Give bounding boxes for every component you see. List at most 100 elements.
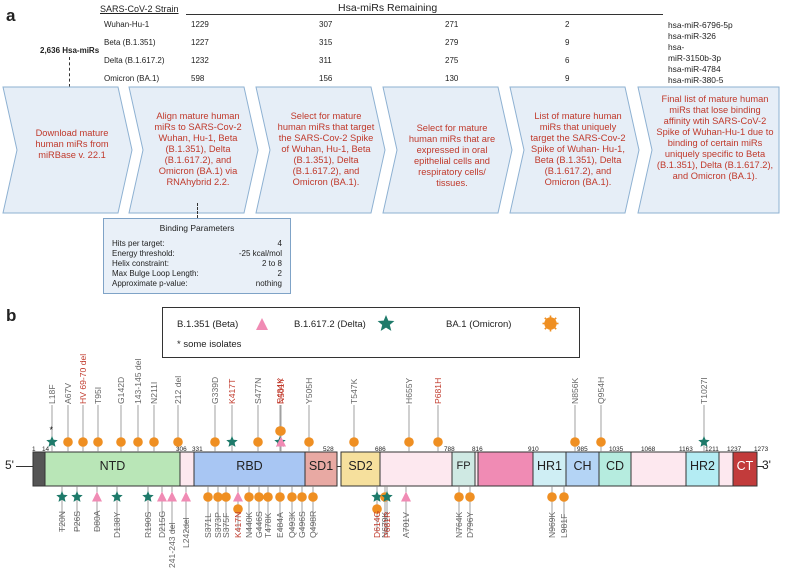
mutation-label-top: A67V bbox=[63, 382, 73, 404]
binding-row-value: 2 to 8 bbox=[261, 259, 282, 268]
delta-star-marker bbox=[371, 491, 383, 502]
position-label: 1211 bbox=[705, 446, 719, 453]
count-cell: 130 bbox=[445, 74, 459, 83]
omicron-dot-marker bbox=[372, 504, 382, 514]
mutation-label-bottom: P681R bbox=[382, 511, 392, 538]
binding-row: Hits per target: 4 bbox=[112, 239, 282, 249]
beta-triangle-marker bbox=[167, 491, 177, 502]
position-label: 1237 bbox=[727, 446, 742, 453]
count-cell: 598 bbox=[191, 74, 205, 83]
step-chevron-6 bbox=[637, 86, 780, 214]
omicron-dot-marker bbox=[297, 492, 307, 502]
count-cell: 315 bbox=[319, 38, 333, 47]
omicron-dot-marker bbox=[263, 492, 273, 502]
sd2-segment bbox=[340, 451, 381, 487]
delta-star-marker bbox=[56, 491, 68, 502]
count-cell: 1229 bbox=[191, 20, 209, 29]
omicron-dot-marker bbox=[570, 437, 580, 447]
delta-star-marker bbox=[226, 436, 238, 447]
mutation-label-bottom: G496S bbox=[297, 510, 307, 538]
strain-header: SARS-CoV-2 Strain bbox=[100, 4, 179, 14]
step-text-2: Align mature human miRs to SARS-Cov-2 Wu… bbox=[154, 111, 242, 187]
omicron-dot-marker bbox=[233, 504, 243, 514]
final-mir-0: hsa-miR-6796-5p bbox=[668, 20, 733, 30]
domain-label-ch: CH bbox=[573, 459, 592, 473]
delta-star-marker bbox=[46, 436, 58, 447]
domain-label-sd2: SD2 bbox=[348, 459, 373, 473]
binding-row-value: -25 kcal/mol bbox=[238, 249, 282, 258]
total-mirs-label: 2,636 Hsa-miRs bbox=[40, 46, 100, 55]
omicron-dot-marker bbox=[221, 492, 231, 502]
binding-row-value: nothing bbox=[255, 279, 282, 288]
domain-label-hr2: HR2 bbox=[689, 459, 715, 473]
panel-b-letter: b bbox=[6, 306, 17, 325]
position-label: 331 bbox=[192, 446, 203, 453]
step-chevron-2 bbox=[128, 86, 259, 214]
delta-star-marker bbox=[142, 491, 154, 502]
mutation-label-top: Q954H bbox=[596, 376, 606, 404]
triangle-icon bbox=[256, 318, 268, 330]
position-label: 910 bbox=[528, 446, 539, 453]
rbd-segment bbox=[193, 451, 306, 487]
step-text-6: Final list of mature human miRs that los… bbox=[656, 94, 774, 181]
omicron-dot-marker bbox=[210, 437, 220, 447]
binding-row-label: Energy threshold: bbox=[112, 249, 175, 258]
mutation-label-top: N211I bbox=[149, 381, 159, 404]
count-cell: 156 bbox=[319, 74, 333, 83]
panel-a-letter: a bbox=[6, 6, 16, 25]
binding-dashed-line bbox=[197, 203, 198, 218]
omicron-dot-marker bbox=[63, 437, 73, 447]
ch-segment bbox=[565, 451, 600, 487]
mutation-label-bottom: N440K bbox=[244, 511, 254, 538]
mutation-label-bottom: N764K bbox=[454, 511, 464, 538]
position-label: 816 bbox=[472, 446, 483, 453]
position-label: 788 bbox=[444, 446, 455, 453]
position-label: 528 bbox=[323, 446, 334, 453]
mutation-label-bottom: D215G bbox=[157, 510, 167, 538]
mutation-label-bottom: R190S bbox=[143, 511, 153, 538]
delta-star-marker bbox=[381, 491, 393, 502]
step-chevron-4 bbox=[382, 86, 513, 214]
step-text-5: List of mature human miRs that uniquely … bbox=[530, 111, 626, 187]
remaining-header: Hsa-miRs Remaining bbox=[338, 2, 438, 14]
mutation-label-top: N501Y bbox=[276, 377, 286, 404]
omicron-dot-marker bbox=[287, 492, 297, 502]
beta-triangle-marker bbox=[401, 491, 411, 502]
count-cell: 6 bbox=[565, 56, 570, 65]
hr1-segment bbox=[532, 451, 567, 487]
omicron-dot-marker bbox=[404, 437, 414, 447]
omicron-dot-marker bbox=[253, 437, 263, 447]
omicron-dot-marker bbox=[254, 492, 264, 502]
position-label: 1068 bbox=[641, 446, 656, 453]
omicron-dot-marker bbox=[349, 437, 359, 447]
mutation-label-bottom: A701V bbox=[401, 511, 411, 538]
omicron-dot-marker bbox=[304, 437, 314, 447]
binding-title: Binding Parameters bbox=[159, 223, 235, 233]
position-label: 985 bbox=[577, 446, 588, 453]
step-text-3: Select for mature human miRs that target… bbox=[277, 111, 375, 187]
variant-legend: B.1.351 (Beta) B.1.617.2 (Delta) BA.1 (O… bbox=[162, 307, 580, 358]
mutation-label-top: T547K bbox=[349, 378, 359, 404]
omicron-dot-marker bbox=[78, 437, 88, 447]
mutation-label-bottom: S371L bbox=[203, 512, 213, 538]
step-text-4: Select for mature human miRs that are ex… bbox=[408, 123, 496, 188]
cd-segment bbox=[598, 451, 632, 487]
mutation-label-bottom: D80A bbox=[92, 510, 102, 533]
domain-label-ntd: NTD bbox=[99, 459, 126, 473]
mutation-label-top: T1027I bbox=[699, 377, 709, 404]
mutation-label-bottom: P26S bbox=[72, 511, 82, 533]
count-cell: 1227 bbox=[191, 38, 209, 47]
binding-row: Max Bulge Loop Length: 2 bbox=[112, 269, 282, 279]
domain-label-cd: CD bbox=[605, 459, 625, 473]
total-dashed-line bbox=[69, 57, 70, 87]
binding-row-value: 4 bbox=[277, 239, 282, 248]
step-text-1: Download mature human miRs from miRBase … bbox=[35, 128, 109, 160]
position-label: 1035 bbox=[609, 446, 624, 453]
mutation-label-top: N856K bbox=[570, 377, 580, 404]
beta-triangle-marker bbox=[92, 491, 102, 502]
mutation-label-top: T95I bbox=[93, 386, 103, 404]
omicron-dot-marker bbox=[133, 437, 143, 447]
count-cell: 271 bbox=[445, 20, 459, 29]
count-cell: 9 bbox=[565, 38, 570, 47]
binding-row: Helix constraint: 2 to 8 bbox=[112, 259, 282, 269]
